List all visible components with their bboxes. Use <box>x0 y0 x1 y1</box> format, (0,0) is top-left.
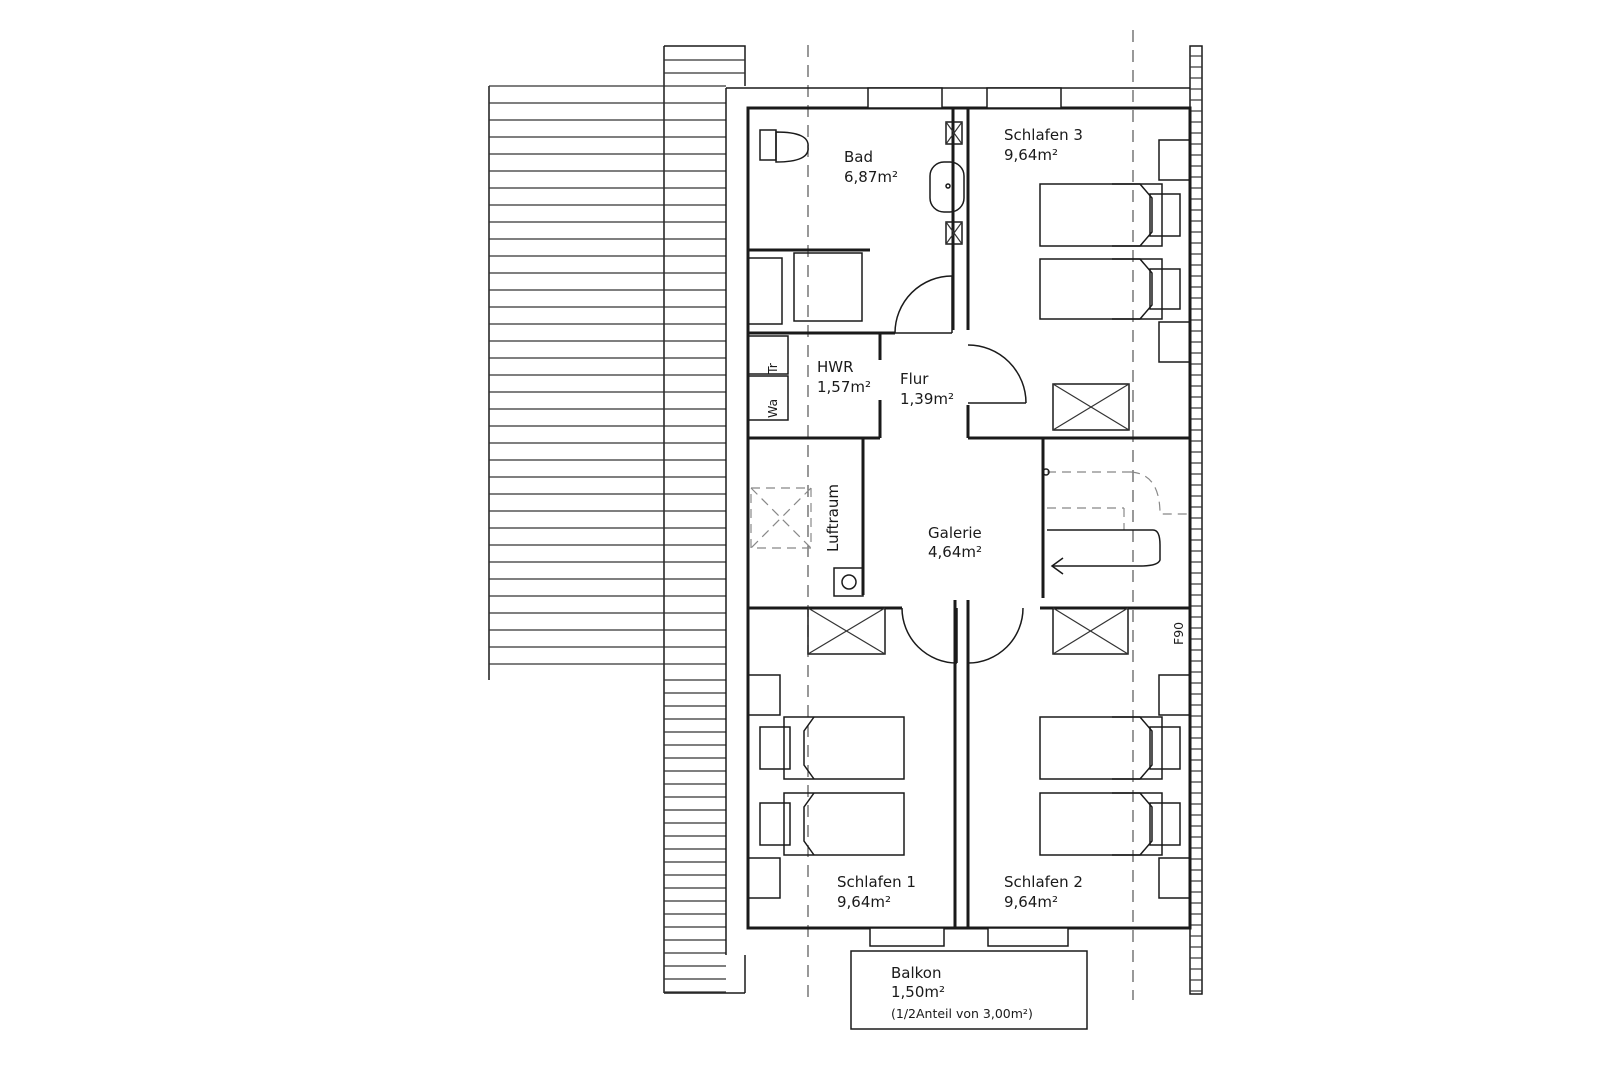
door-swings <box>894 275 1027 664</box>
room-galerie-area: 4,64m² <box>928 543 982 561</box>
room-balkon-name: Balkon <box>891 964 942 982</box>
label-f90: F90 <box>1171 622 1186 645</box>
room-labels: Bad 6,87m² Schlafen 3 9,64m² HWR 1,57m² … <box>765 126 1186 1021</box>
room-schlafen3-name: Schlafen 3 <box>1004 126 1083 144</box>
room-schlafen3-area: 9,64m² <box>1004 146 1058 164</box>
room-hwr-area: 1,57m² <box>817 378 871 396</box>
room-schlafen1-name: Schlafen 1 <box>837 873 916 891</box>
room-flur-name: Flur <box>900 370 929 388</box>
balcony <box>850 950 1088 1030</box>
room-balkon-note: (1/2Anteil von 3,00m²) <box>891 1006 1033 1021</box>
hwr-appliances <box>747 335 789 421</box>
luftraum-void <box>750 487 864 597</box>
label-luftraum: Luftraum <box>824 484 842 552</box>
interior-walls <box>748 108 1190 928</box>
room-schlafen2-name: Schlafen 2 <box>1004 873 1083 891</box>
bath-fixtures <box>747 121 965 325</box>
room-balkon-area: 1,50m² <box>891 983 945 1001</box>
roof-left-hatch <box>488 45 746 994</box>
label-wa: Wa <box>765 399 780 418</box>
wall-niches <box>747 139 1191 899</box>
room-bad-name: Bad <box>844 148 873 166</box>
roof-right-hatch <box>1189 45 1203 995</box>
room-galerie-name: Galerie <box>928 524 982 542</box>
room-hwr-name: HWR <box>817 358 854 376</box>
room-schlafen1-area: 9,64m² <box>837 893 891 911</box>
axis-lines <box>807 30 1134 1000</box>
staircase <box>1042 468 1187 575</box>
room-schlafen2-area: 9,64m² <box>1004 893 1058 911</box>
label-tr: Tr <box>765 362 780 375</box>
room-bad-area: 6,87m² <box>844 168 898 186</box>
beds <box>759 183 1181 856</box>
room-flur-area: 1,39m² <box>900 390 954 408</box>
exterior-walls <box>725 87 1192 955</box>
shafts <box>807 383 1130 655</box>
